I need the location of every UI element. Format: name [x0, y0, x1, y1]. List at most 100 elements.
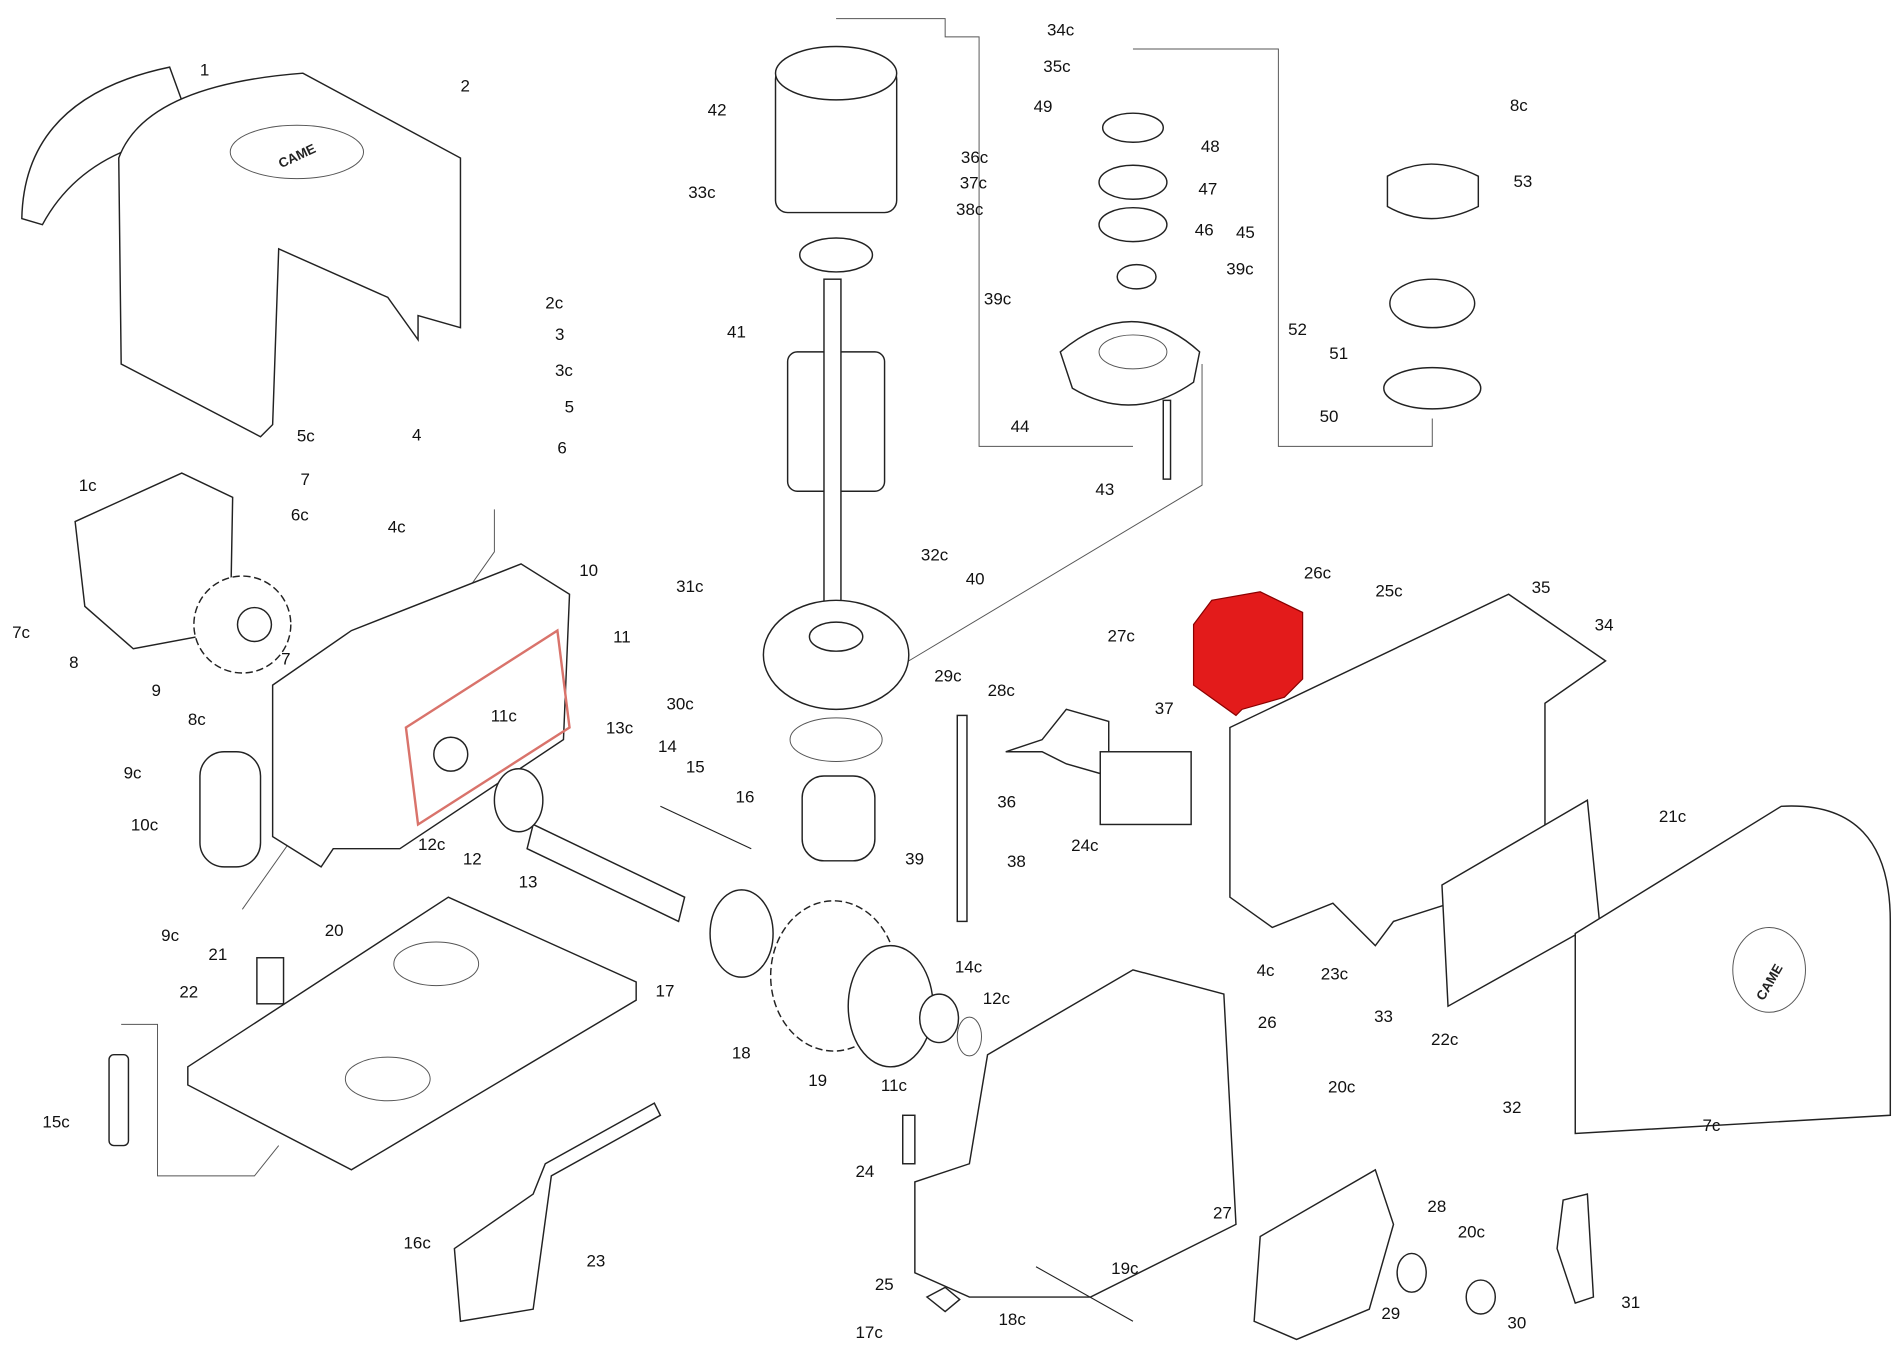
part-51-spool	[1389, 278, 1476, 329]
part-17c-nut	[925, 1286, 961, 1313]
part-label: 20c	[1328, 1077, 1356, 1096]
part-33c-bearing	[799, 237, 874, 273]
part-label: 11	[613, 628, 631, 647]
part-label: 6	[557, 439, 566, 458]
part-label: 1c	[79, 476, 97, 495]
part-label: 50	[1320, 407, 1339, 426]
part-label: 3c	[555, 361, 573, 380]
part-label: 8	[69, 653, 78, 672]
part-label: 42	[708, 101, 727, 120]
part-10c-capacitor	[199, 751, 262, 868]
part-1-grille	[21, 66, 195, 226]
part-44-brake-housing	[1059, 320, 1201, 406]
part-label: 1	[200, 61, 209, 80]
part-label: 12	[463, 849, 482, 868]
part-label: 47	[1198, 179, 1217, 198]
part-37-transformer	[1192, 591, 1304, 717]
part-11c-ring	[956, 1016, 982, 1057]
part-19-hub	[847, 944, 934, 1068]
part-label: 8c	[188, 710, 206, 729]
part-29-cover	[1253, 1168, 1395, 1341]
part-label: 4	[412, 425, 421, 444]
part-11-gasket	[404, 628, 571, 827]
part-label: 18	[732, 1043, 751, 1062]
part-label: 31c	[676, 577, 704, 596]
part-label: 49	[1034, 97, 1053, 116]
part-41-shaft	[823, 278, 842, 608]
part-label: 21	[208, 945, 227, 964]
part-label: 23c	[1321, 965, 1349, 984]
part-label: 38c	[956, 200, 984, 219]
part-53-coil	[1386, 163, 1480, 220]
part-label: 20c	[1458, 1223, 1486, 1242]
part-42-stator-top	[774, 45, 898, 101]
part-label: 22c	[1431, 1030, 1459, 1049]
part-label: 32	[1503, 1098, 1522, 1117]
part-label: 9c	[161, 926, 179, 945]
part-43-screw	[1162, 399, 1172, 480]
part-label: 43	[1095, 480, 1114, 499]
part-40-flange	[762, 599, 910, 711]
came-logo-badge	[1732, 926, 1806, 1013]
part-13-shaft	[526, 823, 686, 923]
part-label: 11c	[881, 1076, 908, 1095]
part-label: 15	[686, 757, 705, 776]
part-10-gearbox	[271, 563, 571, 868]
part-label: 10	[579, 561, 598, 580]
part-label: 10c	[131, 816, 159, 835]
part-label: 5	[565, 397, 574, 416]
part-31-release	[1556, 1193, 1595, 1305]
part-label: 25c	[1375, 582, 1403, 601]
part-label: 36	[997, 793, 1016, 812]
part-label: 53	[1513, 172, 1532, 191]
part-label: 24	[855, 1162, 874, 1181]
part-label: 34c	[1047, 21, 1075, 40]
part-label: 29c	[934, 666, 962, 685]
part-label: 5c	[297, 427, 315, 446]
part-24-stud	[902, 1114, 916, 1165]
part-29c-oring	[789, 717, 883, 762]
part-label: 41	[727, 322, 746, 341]
part-label: 12c	[983, 989, 1011, 1008]
part-label: 28c	[988, 681, 1016, 700]
part-36-bracket	[1005, 708, 1110, 777]
part-21-spacer	[256, 957, 285, 1005]
part-20c-cylinder	[1396, 1252, 1427, 1293]
part-15c-bolt	[108, 1053, 130, 1147]
part-12c-bearing	[918, 993, 960, 1044]
part-labels: 122c33c545c676c4c1c7c8978c9c10c9c101111c…	[12, 21, 1721, 1343]
part-label: 24c	[1071, 836, 1099, 855]
part-label: 29	[1381, 1304, 1400, 1323]
part-label: 39c	[1226, 259, 1254, 278]
part-label: 37c	[960, 173, 988, 192]
part-label: 31	[1621, 1293, 1640, 1312]
part-49-disc	[1101, 112, 1164, 143]
part-label: 39c	[984, 290, 1012, 309]
part-label: 52	[1288, 320, 1307, 339]
part-label: 7c	[12, 623, 30, 642]
part-18c-bolt	[1035, 1266, 1134, 1322]
part-label: 9c	[124, 763, 142, 782]
part-label: 22	[179, 983, 198, 1002]
part-16-screw	[660, 805, 752, 850]
part-30-key	[1465, 1279, 1497, 1315]
part-2-cover	[118, 72, 462, 438]
part-label: 9	[151, 681, 160, 700]
part-17-flange	[709, 889, 774, 978]
part-label: 39	[905, 849, 924, 868]
part-label: 13c	[606, 719, 634, 738]
part-50-disc	[1383, 366, 1482, 410]
part-label: 48	[1201, 137, 1220, 156]
part-label: 17c	[855, 1323, 883, 1342]
part-label: 35c	[1043, 57, 1071, 76]
part-label: 7c	[1702, 1116, 1720, 1135]
part-label: 18c	[998, 1310, 1026, 1329]
part-20-base-plate	[187, 896, 637, 1171]
part-label: 35	[1532, 578, 1551, 597]
part-label: 38	[1007, 852, 1026, 871]
part-label: 19	[808, 1071, 827, 1090]
part-label: 15c	[42, 1112, 70, 1131]
part-label: 7	[281, 650, 290, 669]
came-logo-oval	[229, 124, 365, 180]
part-label: 20	[325, 921, 344, 940]
